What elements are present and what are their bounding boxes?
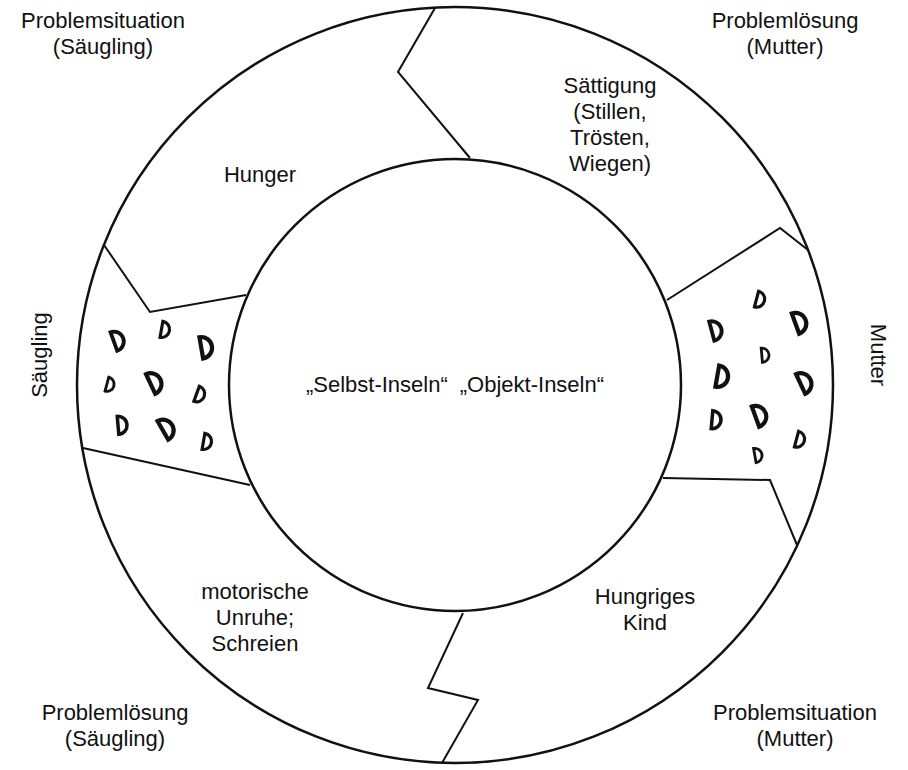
island-label: „Selbst-Inseln“ [306, 372, 448, 398]
ring-segment: Hunger [194, 156, 326, 194]
segment-text: Hunger [200, 162, 320, 188]
island-symbol [105, 377, 116, 393]
side-label: Säugling [27, 312, 53, 398]
segment-text: Hungriges Kind [588, 584, 703, 636]
outer-circle [77, 7, 833, 763]
zigzag-divider [428, 613, 478, 763]
island-symbol [792, 310, 810, 334]
island-symbol [754, 291, 766, 309]
corner-label: Problemlösung (Mutter) [690, 8, 880, 60]
segment-text: Sättigung (Stillen, Trösten, Wiegen) [545, 73, 675, 177]
ring-segment: Hungriges Kind [582, 578, 709, 642]
island-symbol [160, 321, 171, 338]
island-symbol [194, 386, 207, 404]
side-label: Mutter [865, 324, 891, 386]
inner-circle: „Selbst-Inseln“ „Objekt-Inseln“ [227, 157, 683, 613]
region-border [667, 228, 808, 300]
island-symbol [157, 416, 177, 440]
segment-text: motorische Unruhe; Schreien [190, 579, 320, 657]
corner-label: Problemsituation (Mutter) [700, 700, 890, 752]
region-border [663, 478, 797, 545]
corner-label: Problemsituation (Säugling) [8, 8, 198, 60]
region-border [83, 448, 250, 485]
ring-segment: motorische Unruhe; Schreien [184, 573, 326, 663]
island-symbol [752, 403, 770, 427]
island-symbol [709, 319, 724, 341]
island-symbol [715, 366, 729, 389]
island-symbol [202, 433, 213, 450]
circle-outline [227, 157, 683, 613]
island-symbol [711, 411, 722, 430]
island-symbol [110, 329, 126, 351]
island-symbols [105, 291, 815, 462]
island-label: „Objekt-Inseln“ [460, 372, 604, 398]
region-border [104, 245, 246, 312]
island-symbol [761, 347, 769, 362]
island-symbol [794, 431, 806, 449]
circle-outline [229, 159, 681, 611]
island-symbol [796, 370, 815, 394]
corner-label: Problemlösung (Säugling) [20, 700, 210, 752]
zigzag-divider [398, 8, 470, 158]
island-symbol [199, 335, 213, 358]
island-symbol [117, 416, 128, 435]
island-symbol [146, 370, 165, 394]
ring-segment: Sättigung (Stillen, Trösten, Wiegen) [539, 67, 681, 183]
island-symbol [754, 447, 764, 462]
